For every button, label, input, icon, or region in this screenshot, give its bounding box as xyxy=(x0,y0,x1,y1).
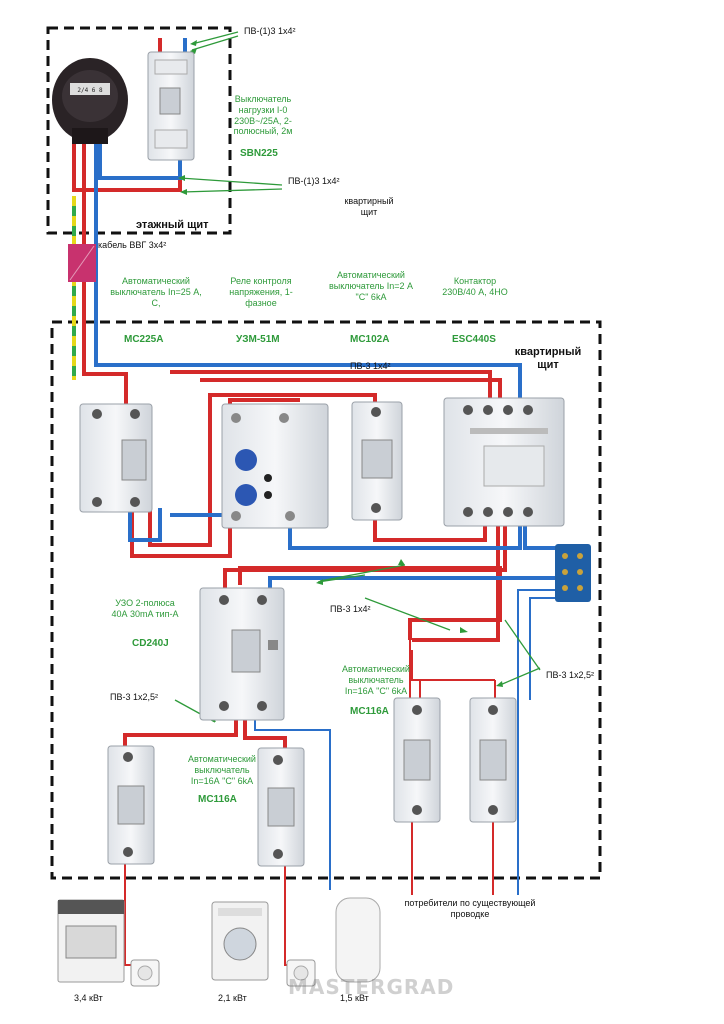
voltage-relay-uzm51m xyxy=(221,403,329,529)
relay-description: Реле контроля напряжения, 1-фазное xyxy=(229,276,293,308)
rcd-model: CD240J xyxy=(132,638,169,649)
mcb2-description: Автоматический выключатель In=2 А "С" 6k… xyxy=(328,270,414,302)
apartment-panel-border xyxy=(50,320,602,880)
contactor-model: ESC440S xyxy=(452,334,496,345)
water-heater-icon xyxy=(335,897,381,983)
breaker-mc102a xyxy=(351,401,403,521)
contactor-esc440s xyxy=(443,397,565,527)
socket-icon-2 xyxy=(286,959,316,987)
neutral-thin-wires xyxy=(254,589,560,895)
stove-power: 3,4 кВт xyxy=(74,993,103,1003)
wire-label-pv3-25-right: ПВ-3 1х2,5² xyxy=(546,670,594,680)
watermark: MASTERGRAD xyxy=(288,975,455,999)
washing-machine-icon xyxy=(211,901,269,981)
cable-label: кабель ВВГ 3х4² xyxy=(98,240,167,250)
wire-label-pv3-25-left: ПВ-3 1х2,5² xyxy=(110,692,158,702)
stove-icon xyxy=(57,899,125,983)
rcd-cd240j xyxy=(199,587,285,721)
mcb25-model: MC225A xyxy=(124,334,164,345)
mcb16-left-model: MC116A xyxy=(198,794,237,805)
heater-power: 1,5 кВт xyxy=(340,993,369,1003)
mcb2-model: MC102A xyxy=(350,334,390,345)
breaker-mc116a-right-1 xyxy=(393,697,441,823)
floor-panel-label: этажный щит xyxy=(136,219,209,231)
wire-label-pv3-mid: ПВ-3 1х4² xyxy=(330,604,371,614)
breaker-mc116a-left-2 xyxy=(257,747,305,867)
mcb25-description: Автоматический выключатель In=25 А, С, xyxy=(110,276,202,308)
washer-power: 2,1 кВт xyxy=(218,993,247,1003)
mcb16-right-description: Автоматический выключатель In=16А "С" 6k… xyxy=(342,664,410,696)
annotation-arrows xyxy=(174,31,541,723)
relay-model: УЗМ-51М xyxy=(236,334,280,345)
apartment-panel-label-top: квартирный щит xyxy=(344,196,394,217)
load-switch-description: Выключатель нагрузки I-0 230В~/25А, 2-по… xyxy=(233,94,293,137)
mcb16-left-description: Автоматический выключатель In=16А "С" 6k… xyxy=(188,754,256,786)
wire-label-top: ПВ-(1)3 1х4² xyxy=(244,26,296,36)
contactor-description: Контактор 230В/40 А, 4НО xyxy=(442,276,508,297)
wire-label-mid: ПВ-(1)3 1х4² xyxy=(288,176,340,186)
breaker-mc116a-right-2 xyxy=(469,697,517,823)
rcd-description: УЗО 2-полюса 40А 30mA тип-А xyxy=(111,598,179,619)
load-switch-sbn225 xyxy=(147,51,195,161)
breaker-mc116a-left-1 xyxy=(107,745,155,865)
meter-readout: 2/4 6 8 xyxy=(77,87,103,94)
socket-icon-1 xyxy=(130,959,160,987)
mcb16-right-model: MC116A xyxy=(350,706,389,717)
load-switch-model: SBN225 xyxy=(240,148,278,159)
neutral-bus-bar xyxy=(555,544,591,602)
apartment-panel-label: квартирный щит xyxy=(514,346,582,372)
wire-label-pv3-top: ПВ-3 1х4² xyxy=(350,361,391,371)
electric-meter: 2/4 6 8 xyxy=(52,58,128,144)
consumers-label: потребители по существующей проводке xyxy=(404,898,536,919)
breaker-mc225a xyxy=(79,403,153,513)
